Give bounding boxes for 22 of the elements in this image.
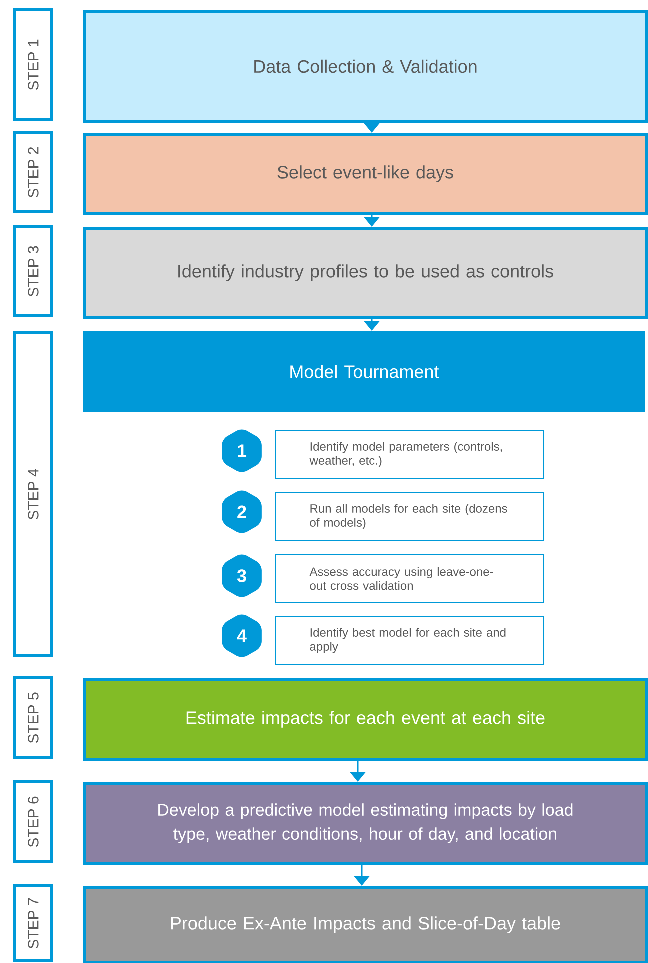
process-box: Data Collection & Validation — [83, 10, 648, 123]
task-box: Identify best model for each site and apply — [275, 616, 544, 666]
number-badge: 4 — [222, 614, 262, 658]
process-box: Produce Ex-Ante Impacts and Slice-of-Day table — [83, 886, 648, 963]
header-box: Model Tournament — [83, 331, 646, 412]
number-badge: 2 — [222, 490, 262, 534]
process-box: Identify industry profiles to be used as controls — [83, 227, 648, 319]
step-label-box: STEP 5 — [14, 676, 54, 760]
process-box: Develop a predictive model estimating impacts by load type, weather conditions, hour of day, and location — [83, 782, 648, 865]
step-label-box: STEP 4 — [14, 332, 54, 658]
task-box: Identify model parameters (controls, weather, etc.) — [275, 430, 544, 480]
step-label-box: STEP 2 — [14, 132, 54, 214]
step-label-box: STEP 3 — [14, 226, 54, 318]
step-label-box: STEP 1 — [14, 8, 54, 122]
task-box: Assess accuracy using leave-one-out cross validation — [275, 554, 544, 604]
step-label-box: STEP 6 — [14, 780, 54, 864]
process-box: Select event-like days — [83, 133, 648, 215]
task-box: Run all models for each site (dozens of models) — [275, 492, 544, 542]
number-badge: 1 — [222, 430, 262, 472]
step-label-box: STEP 7 — [14, 884, 54, 963]
process-box: Estimate impacts for each event at each site — [83, 678, 648, 761]
number-badge: 3 — [222, 554, 262, 598]
